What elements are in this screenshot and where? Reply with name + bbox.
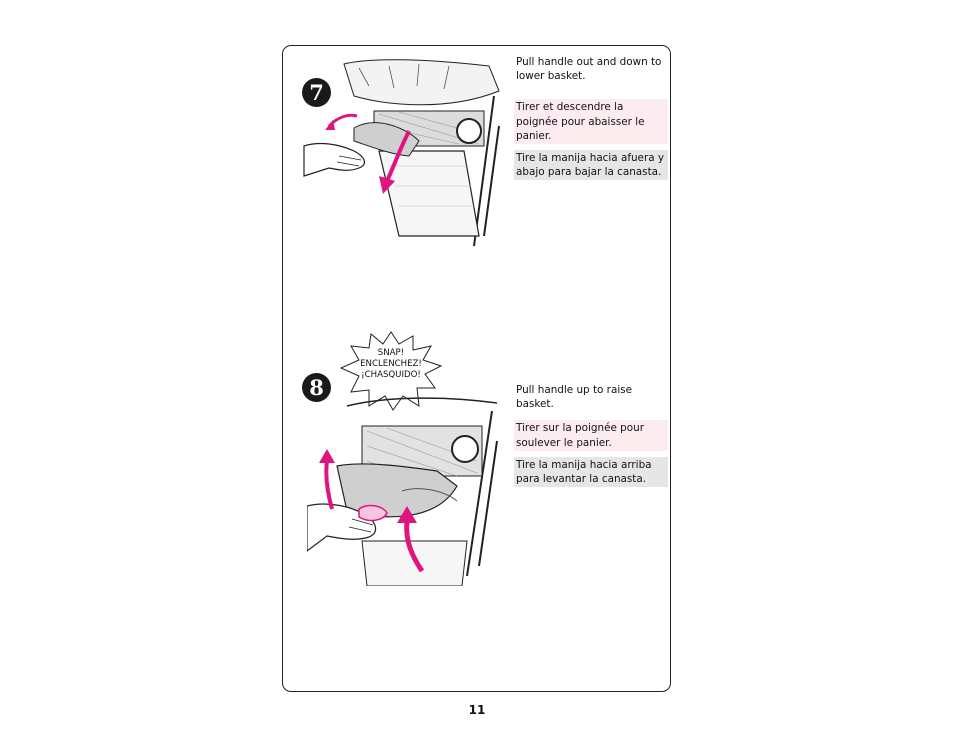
step-8-english: Pull handle up to raise basket. [516,384,633,411]
step-8-text: Pull handle up to raise basket. Tirer su… [514,382,668,488]
burst-line-2: ENCLENCHEZ! [360,359,422,369]
step-8-spanish: Tire la manija hacia arriba para levanta… [514,456,668,488]
step-7-spanish: Tire la manija hacia afuera y abajo para… [514,150,668,181]
burst-line-3: ¡CHASQUIDO! [361,370,421,380]
burst-line-1: SNAP! [377,348,405,358]
step-7-french: Tirer et descendre la poignée pour abais… [514,99,668,145]
step-7-text: Pull handle out and down to lower basket… [514,54,668,181]
step-8-badge: 8 [302,373,331,402]
step-7-badge: 7 [302,78,331,107]
page-number: 11 [468,703,486,717]
step-8-french: Tirer sur la poignée pour soulever le pa… [514,420,668,451]
step-7-illustration [303,59,500,247]
snap-burst-text: SNAP! ENCLENCHEZ! ¡CHASQUIDO! [346,348,436,381]
instruction-panel: 7 Pull handle out and down to lower bask… [282,45,671,692]
snap-burst-icon [339,331,443,411]
step-8-illustration [307,397,498,586]
step-7-english: Pull handle out and down to lower basket… [516,56,662,83]
